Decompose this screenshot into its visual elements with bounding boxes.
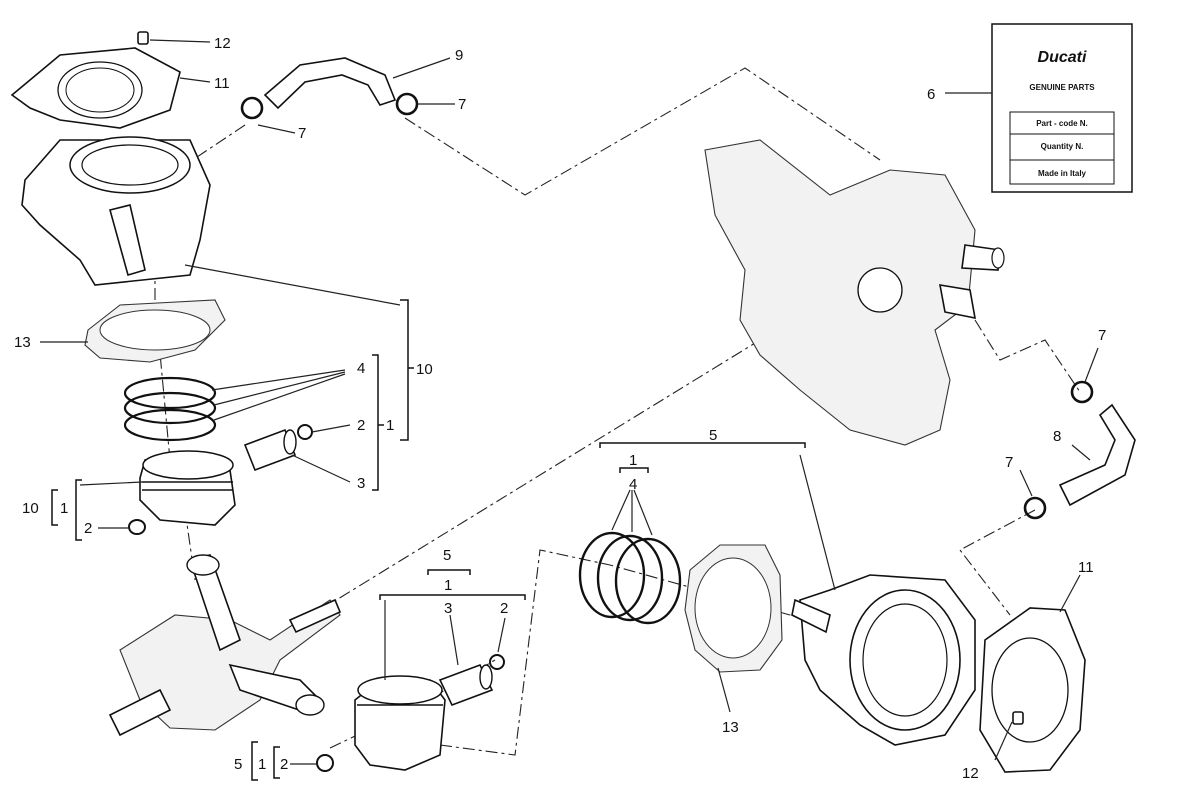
- braces: [51, 299, 806, 781]
- hose-8: [1058, 403, 1136, 507]
- callout-3-low: 3: [444, 600, 452, 617]
- callout-11-right: 11: [1078, 559, 1094, 576]
- callout-10-left: 10: [22, 500, 39, 517]
- crankshaft-assembly: [108, 554, 342, 737]
- callout-7-b: 7: [298, 125, 306, 142]
- callout-1-low: 1: [444, 577, 452, 594]
- callout-11-top: 11: [214, 75, 230, 92]
- callout-13-mid: 13: [722, 719, 739, 736]
- callout-numbers: 12 11 9 7 7 6 10 4 2 1 3 13 10 1 2 7 8 7…: [14, 35, 1106, 782]
- callout-12-bottom: 12: [962, 765, 979, 782]
- callout-2-left-bottom: 2: [84, 520, 92, 537]
- card-field-part-code: Part - code N.: [1036, 119, 1088, 128]
- callout-5-low: 5: [443, 547, 451, 564]
- cylinder-right: [791, 574, 976, 746]
- callout-7-c: 7: [1098, 327, 1106, 344]
- card-field-origin: Made in Italy: [1038, 169, 1087, 178]
- leader-lines: [40, 39, 1099, 765]
- callout-10-right: 10: [416, 361, 433, 378]
- callout-13-left: 13: [14, 334, 31, 351]
- card-title: GENUINE PARTS: [1029, 83, 1095, 92]
- circlips-lower: [316, 654, 505, 772]
- callout-7-a: 7: [458, 96, 466, 113]
- callout-3-left: 3: [357, 475, 365, 492]
- genuine-parts-card: Ducati GENUINE PARTS Part - code N. Quan…: [991, 23, 1133, 193]
- callout-1-mid: 1: [629, 452, 637, 469]
- callout-1-brace: 1: [258, 756, 266, 773]
- piston-pin-lower: [438, 663, 494, 707]
- screw-12-bottom: [1012, 711, 1024, 725]
- callout-9: 9: [455, 47, 463, 64]
- callout-4-mid: 4: [629, 476, 637, 493]
- card-field-quantity: Quantity N.: [1041, 142, 1084, 151]
- callout-6: 6: [927, 86, 935, 103]
- piston-pin-left: [243, 428, 297, 472]
- callout-2-low: 2: [500, 600, 508, 617]
- head-gasket-right: [979, 607, 1086, 773]
- callout-2-left: 2: [357, 417, 365, 434]
- top-screw-12: [137, 31, 149, 45]
- callout-5-mid: 5: [709, 427, 717, 444]
- base-gasket-right: [684, 544, 783, 673]
- cylinder-left: [21, 136, 211, 286]
- callout-1-left: 1: [386, 417, 394, 434]
- piston-rings-right: [578, 531, 682, 625]
- callout-5-brace: 5: [234, 756, 242, 773]
- hose-9: [263, 57, 397, 110]
- engine-crankcase: [704, 139, 1005, 446]
- piston-lower: [354, 675, 446, 771]
- callout-4-left: 4: [357, 360, 365, 377]
- callout-7-d: 7: [1005, 454, 1013, 471]
- callout-8: 8: [1053, 428, 1061, 445]
- callout-12-top: 12: [214, 35, 231, 52]
- piston-rings-left: [123, 376, 217, 442]
- piston-left: [139, 450, 236, 526]
- head-gasket-top: [10, 47, 181, 129]
- callout-1-left-brace: 1: [60, 500, 68, 517]
- callout-2-brace: 2: [280, 756, 288, 773]
- hose-clamps: [240, 92, 1094, 520]
- base-gasket-left: [84, 299, 226, 363]
- card-brand: Ducati: [1038, 49, 1087, 66]
